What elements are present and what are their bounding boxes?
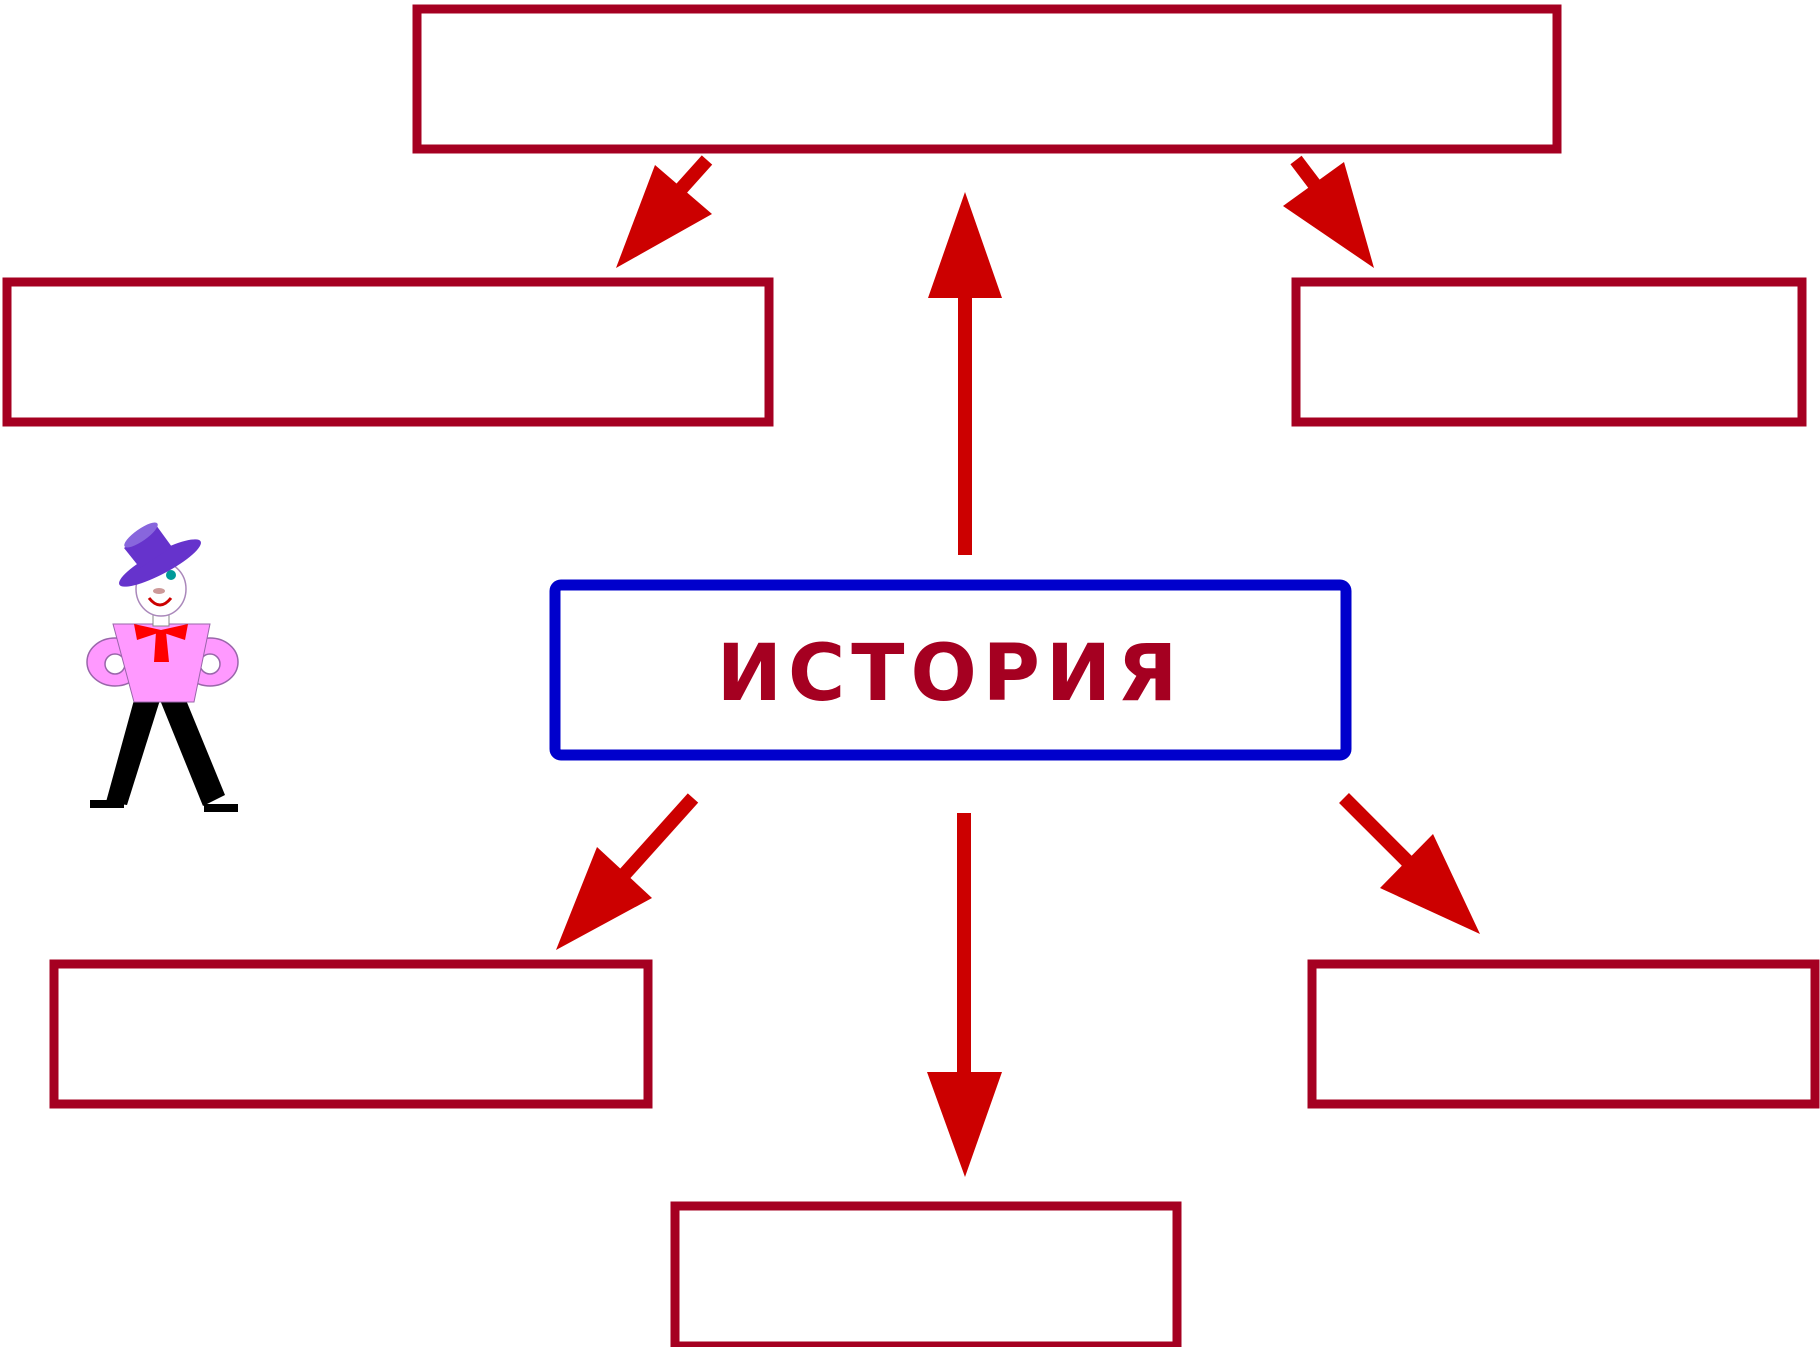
left-leg	[106, 700, 160, 805]
arrow-top-to-top-left	[616, 155, 713, 268]
center-box	[549, 579, 1352, 761]
empty-box-top-left[interactable]	[2, 277, 774, 427]
arrow-up-to-top	[928, 192, 1002, 555]
right-shoe	[204, 804, 238, 812]
arrow-center-to-bottom-left	[556, 793, 699, 950]
empty-box-bottom-left[interactable]	[49, 959, 653, 1109]
nose	[153, 588, 165, 594]
empty-box-bottom-right[interactable]	[1307, 959, 1820, 1109]
smile	[147, 597, 173, 607]
hat-top	[124, 522, 158, 548]
empty-box-top[interactable]	[412, 4, 1562, 154]
shirt	[112, 623, 211, 703]
arrow-center-to-bottom-center	[927, 813, 1002, 1177]
hat-brim	[119, 539, 201, 587]
empty-box-top-right[interactable]	[1291, 277, 1807, 427]
empty-box-bottom-center[interactable]	[670, 1201, 1182, 1347]
center-title: ИСТОРИЯ	[717, 629, 1184, 719]
eye	[166, 570, 176, 580]
cartoon-man-in-hat-icon	[86, 522, 239, 812]
right-leg	[160, 700, 225, 806]
arrow-top-to-top-right	[1283, 155, 1374, 268]
hat-crown	[124, 525, 172, 568]
arrow-center-to-bottom-right	[1339, 793, 1480, 934]
arrows	[556, 155, 1480, 1177]
tie	[154, 632, 169, 662]
left-shoe	[90, 800, 124, 808]
